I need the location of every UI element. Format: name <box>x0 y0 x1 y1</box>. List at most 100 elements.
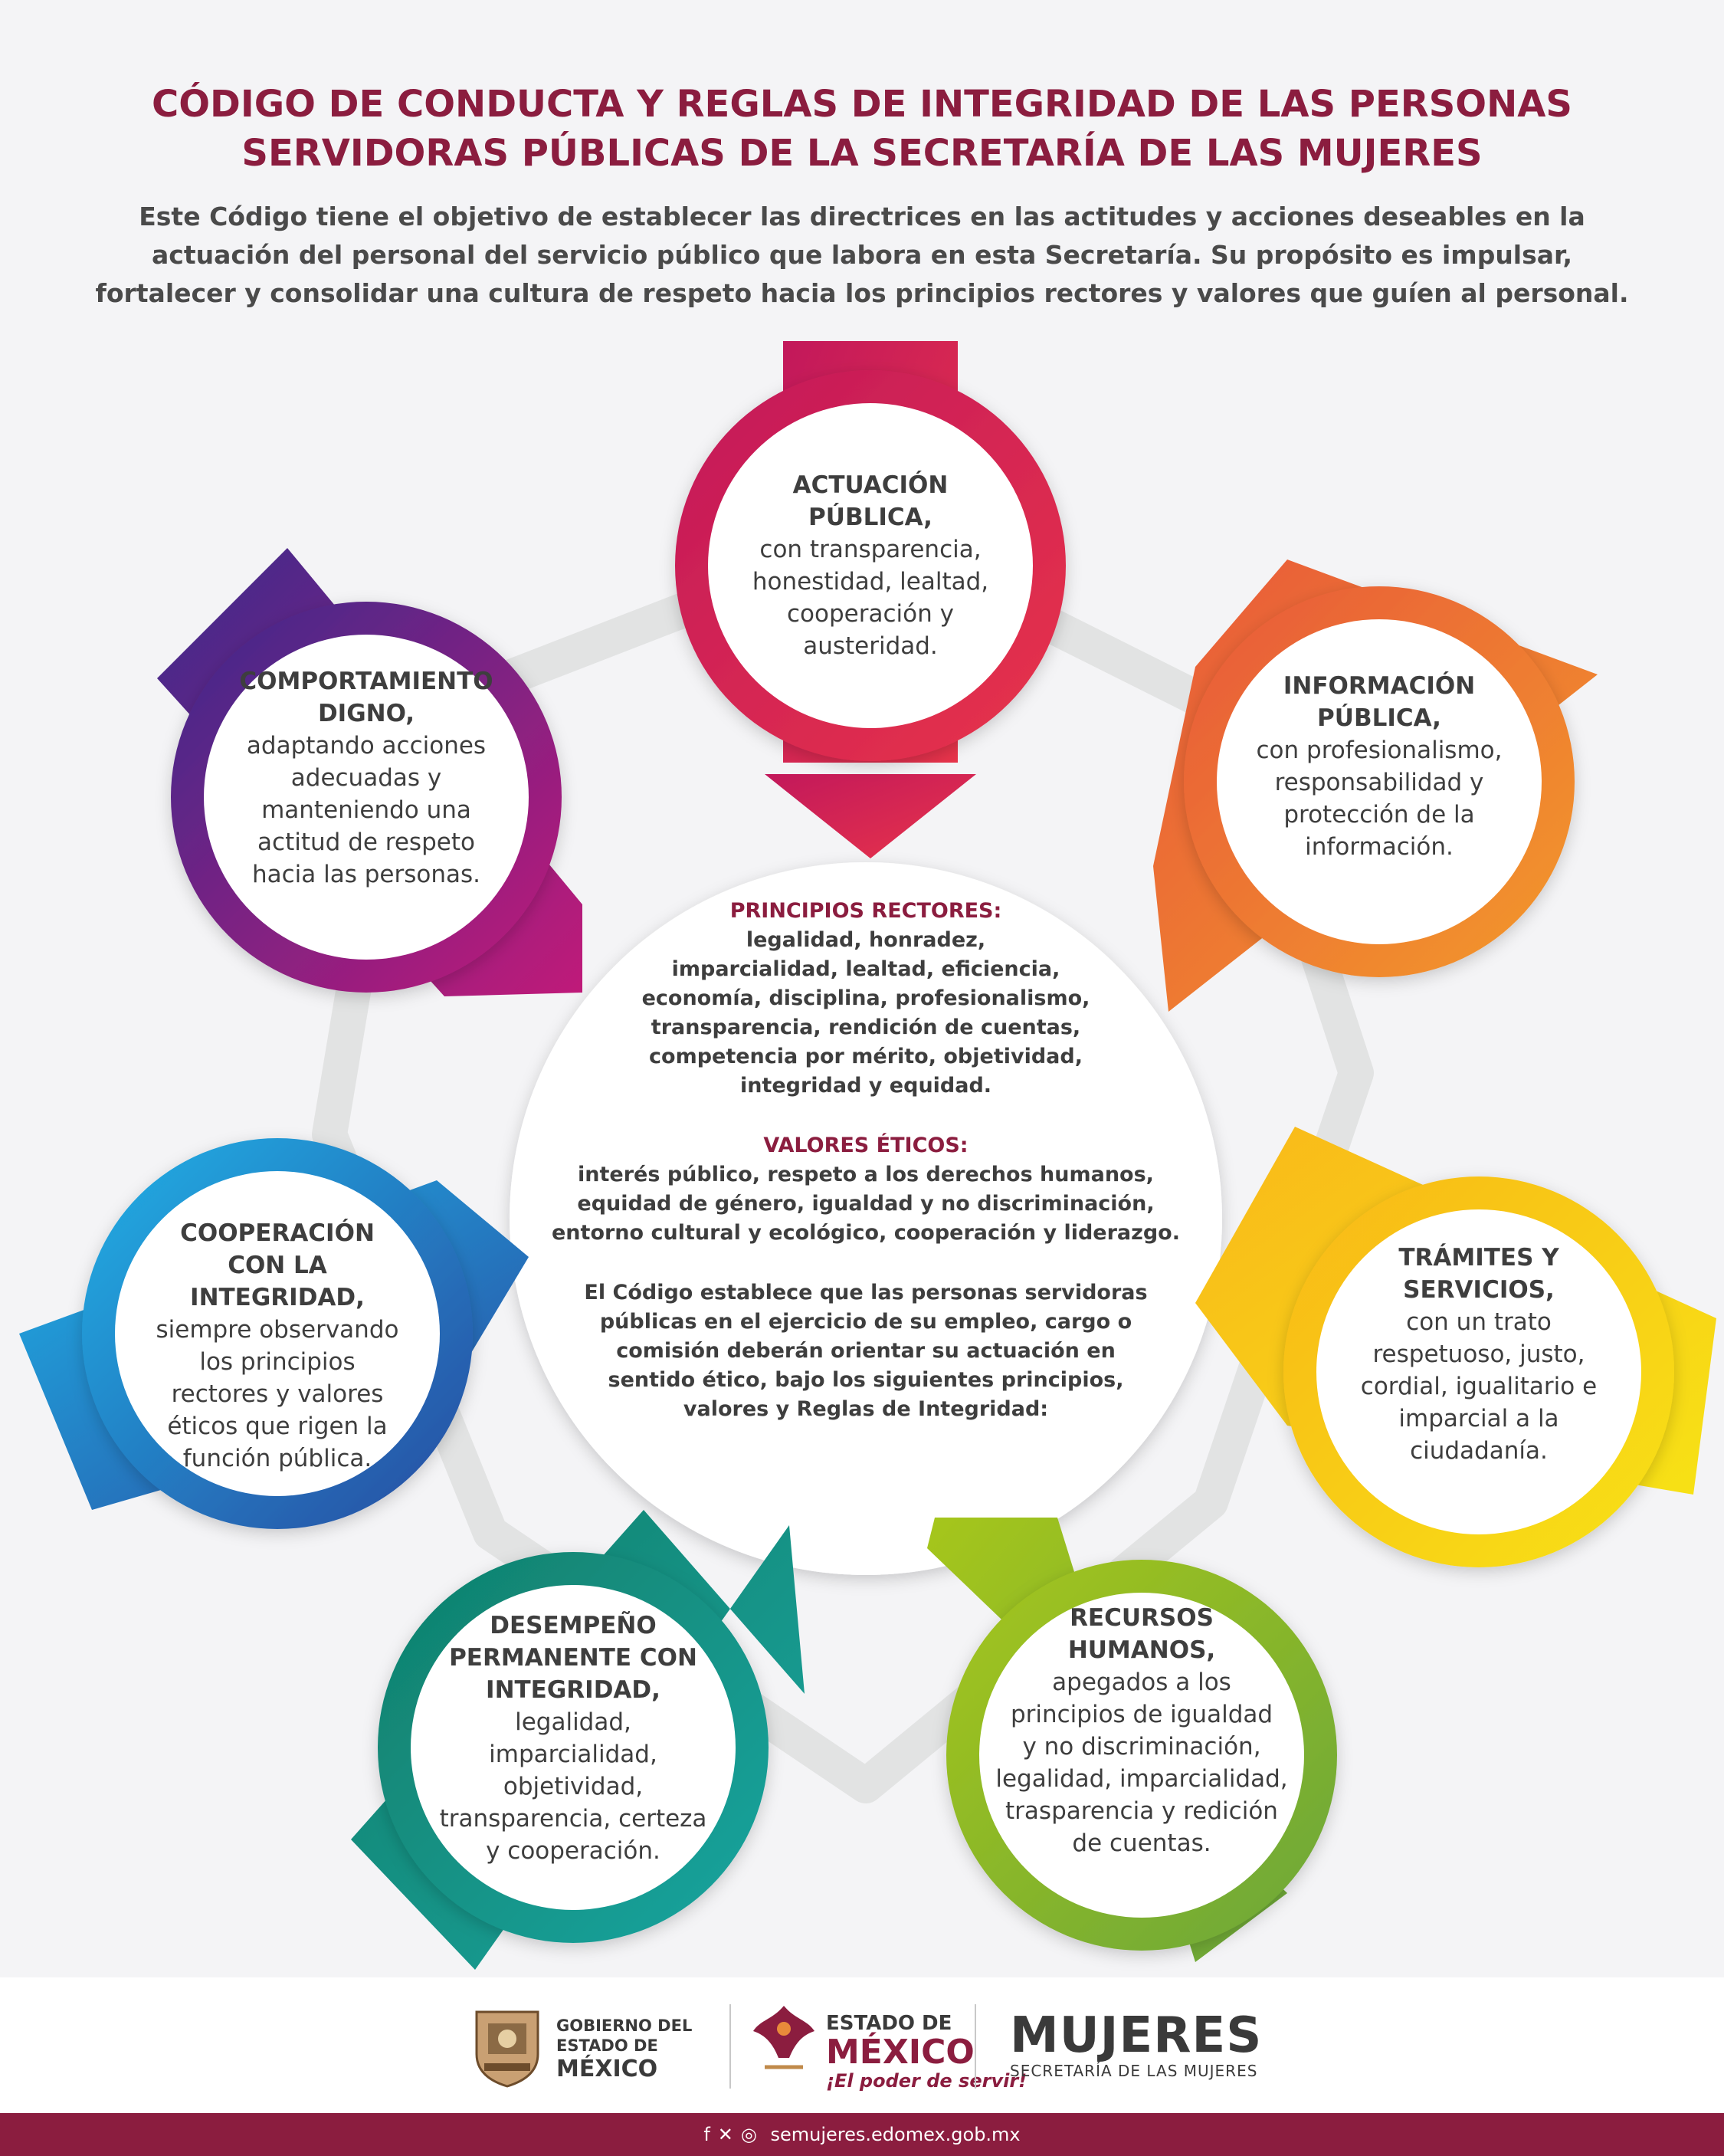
rule-heading: SERVICIOS, <box>1403 1276 1555 1304</box>
rule-heading: HUMANOS, <box>1067 1636 1216 1664</box>
rule-body: adaptando acciones <box>246 732 487 760</box>
circle-comportamiento <box>171 602 562 993</box>
rule-body: protección de la <box>1283 801 1475 829</box>
rule-actuacion-text: ACTUACIÓN PÚBLICA, con transparencia, ho… <box>725 469 1016 662</box>
principios-line: legalidad, honradez, <box>746 928 986 952</box>
instagram-icon[interactable]: ◎ <box>740 2124 760 2145</box>
rule-body: objetividad, <box>503 1773 644 1800</box>
facebook-icon[interactable]: f <box>703 2124 713 2145</box>
rule-body: con transparencia, <box>759 536 982 563</box>
circle-recursos <box>946 1560 1337 1951</box>
rule-body: de cuentas. <box>1072 1829 1211 1857</box>
rule-heading: PERMANENTE CON <box>449 1644 697 1672</box>
rule-tramites-text: TRÁMITES Y SERVICIOS, con un trato respe… <box>1318 1242 1640 1467</box>
principios-line: integridad y equidad. <box>739 1074 992 1098</box>
rule-heading: PÚBLICA, <box>1317 704 1441 732</box>
rule-body: honestidad, lealtad, <box>752 568 989 596</box>
rule-body: imparcialidad, <box>489 1741 657 1768</box>
mujeres-subtitle: SECRETARÍA DE LAS MUJERES <box>1010 2062 1258 2080</box>
rule-heading: RECURSOS <box>1070 1604 1214 1632</box>
center-circle <box>510 862 1222 1575</box>
rule-heading: PÚBLICA, <box>808 504 932 531</box>
principios-line: economía, disciplina, profesionalismo, <box>641 986 1090 1010</box>
rule-heading: INFORMACIÓN <box>1283 672 1476 700</box>
rule-body: rectores y valores <box>171 1380 384 1408</box>
rule-body: manteniendo una <box>261 796 471 824</box>
circle-informacion <box>1184 586 1575 977</box>
gob-line: MÉXICO <box>556 2056 658 2082</box>
circle-desempeno <box>378 1552 769 1943</box>
edo-line-2: MÉXICO <box>826 2033 975 2072</box>
footer-link: f✕◎ semujeres.edomex.gob.mx <box>0 2124 1724 2145</box>
circle-cooperacion <box>82 1138 473 1529</box>
rule-heading: INTEGRIDAD, <box>486 1676 660 1704</box>
rule-body: siempre observando <box>156 1316 399 1344</box>
intro-line-2: actuación del personal del servicio públ… <box>152 240 1572 270</box>
title-line-1: CÓDIGO DE CONDUCTA Y REGLAS DE INTEGRIDA… <box>152 83 1572 126</box>
rule-heading: TRÁMITES Y <box>1398 1244 1559 1272</box>
rule-body: y no discriminación, <box>1022 1733 1261 1761</box>
codigo-line: sentido ético, bajo los siguientes princ… <box>608 1368 1124 1392</box>
rule-informacion-text: INFORMACIÓN PÚBLICA, con profesionalismo… <box>1226 670 1532 863</box>
rule-body: respetuoso, justo, <box>1372 1341 1585 1368</box>
rules-diagram <box>19 341 1716 1970</box>
principios-line: imparcialidad, lealtad, eficiencia, <box>671 957 1060 981</box>
rule-body: cordial, igualitario e <box>1360 1373 1598 1400</box>
estado-logo <box>753 2006 814 2069</box>
rule-body: función pública. <box>182 1445 372 1472</box>
coat-of-arms-logo <box>475 2010 539 2088</box>
rule-body: con profesionalismo, <box>1256 737 1503 764</box>
principios-line: competencia por mérito, objetividad, <box>649 1045 1083 1068</box>
principios-block: PRINCIPIOS RECTORES: legalidad, honradez… <box>513 897 1218 1101</box>
rule-body: los principios <box>199 1348 356 1376</box>
rule-body: éticos que rigen la <box>167 1413 388 1440</box>
rule-body: información. <box>1305 833 1454 861</box>
footer: f✕◎ semujeres.edomex.gob.mx <box>0 1977 1724 2156</box>
rule-desempeno-text: DESEMPEÑO PERMANENTE CON INTEGRIDAD, leg… <box>405 1610 742 1867</box>
intro-paragraph: Este Código tiene el objetivo de estable… <box>61 198 1663 313</box>
valores-line: equidad de género, igualdad y no discrim… <box>577 1192 1155 1216</box>
rule-cooperacion-text: COOPERACIÓN CON LA INTEGRIDAD, siempre o… <box>116 1217 438 1475</box>
rule-body: y cooperación. <box>486 1837 660 1865</box>
intro-line-3: fortalecer y consolidar una cultura de r… <box>95 278 1629 308</box>
intro-line-1: Este Código tiene el objetivo de estable… <box>139 202 1585 231</box>
rule-body: adecuadas y <box>290 764 442 792</box>
rule-heading: DIGNO, <box>317 700 415 727</box>
codigo-line: comisión deberán orientar su actuación e… <box>616 1339 1116 1363</box>
valores-line: interés público, respeto a los derechos … <box>578 1163 1154 1186</box>
mujeres-logo: MUJERES SECRETARÍA DE LAS MUJERES <box>1010 2010 1262 2080</box>
title-line-2: SERVIDORAS PÚBLICAS DE LA SECRETARÍA DE … <box>241 132 1483 175</box>
rule-body: apegados a los <box>1052 1669 1231 1696</box>
rule-heading: INTEGRIDAD, <box>190 1284 365 1311</box>
rule-heading: COMPORTAMIENTO <box>239 668 493 695</box>
rule-heading: ACTUACIÓN <box>792 471 949 499</box>
rule-comportamiento-text: COMPORTAMIENTO DIGNO, adaptando acciones… <box>205 665 527 891</box>
rule-heading: DESEMPEÑO <box>490 1612 657 1639</box>
divider <box>729 2004 731 2089</box>
bottom-bar <box>0 2113 1724 2156</box>
edo-slogan: ¡El poder de servir! <box>826 2070 1028 2092</box>
principios-line: transparencia, rendición de cuentas, <box>651 1016 1081 1039</box>
rule-body: con un trato <box>1406 1308 1552 1336</box>
circle-tramites <box>1283 1176 1674 1567</box>
gob-line: GOBIERNO DEL <box>556 2017 693 2035</box>
website-link[interactable]: semujeres.edomex.gob.mx <box>770 2124 1021 2145</box>
estado-text: ESTADO DE MÉXICO ¡El poder de servir! <box>826 2012 1027 2092</box>
rule-body: legalidad, <box>515 1708 631 1736</box>
rule-heading: CON LA <box>228 1252 327 1279</box>
valores-line: entorno cultural y ecológico, cooperació… <box>552 1221 1180 1245</box>
edo-line-1: ESTADO DE <box>826 2012 952 2035</box>
rule-body: hacia las personas. <box>251 861 481 888</box>
rule-recursos-text: RECURSOS HUMANOS, apegados a los princip… <box>973 1602 1310 1859</box>
rule-body: cooperación y <box>787 600 954 628</box>
rule-body: legalidad, imparcialidad, <box>995 1765 1288 1793</box>
principios-heading: PRINCIPIOS RECTORES: <box>729 899 1002 923</box>
rule-body: principios de igualdad <box>1010 1701 1273 1728</box>
page-title: CÓDIGO DE CONDUCTA Y REGLAS DE INTEGRIDA… <box>77 80 1647 178</box>
rule-body: transparencia, certeza <box>439 1805 707 1833</box>
divider <box>975 2004 976 2089</box>
x-icon[interactable]: ✕ <box>717 2124 736 2145</box>
rule-body: responsabilidad y <box>1274 769 1484 796</box>
rule-body: austeridad. <box>803 632 938 660</box>
codigo-line: valores y Reglas de Integridad: <box>683 1397 1049 1421</box>
